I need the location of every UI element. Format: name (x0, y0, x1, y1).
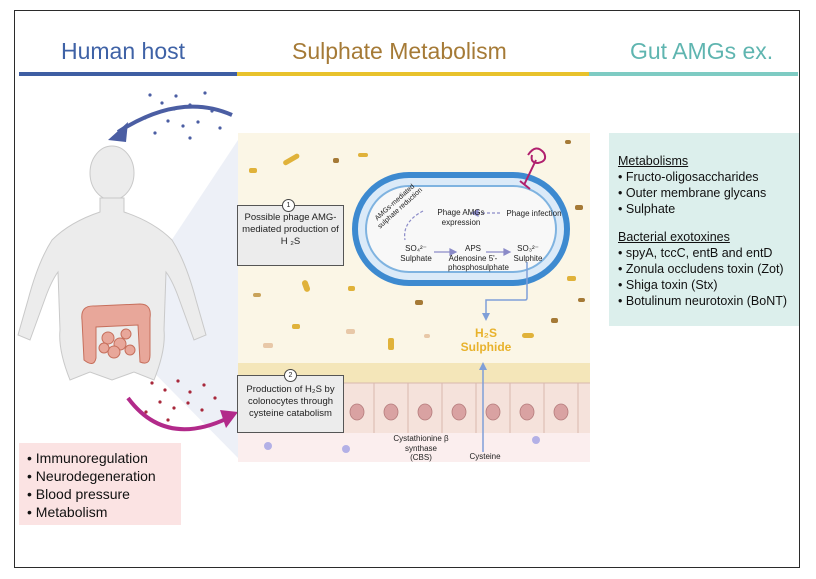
sulphite-label: SO₃²⁻ Sulphite (506, 244, 550, 263)
sulphate-formula: SO₄²⁻ (405, 244, 427, 253)
metabolism-item: • Sulphate (618, 202, 676, 216)
effect-item-label: Blood pressure (35, 486, 130, 502)
aps-name-line1: Adenosine 5'- (448, 253, 498, 263)
header-bar-center (237, 72, 589, 76)
intestine-icon (81, 303, 151, 364)
phage-amgs-line1: Phage AMGs (437, 208, 485, 217)
cysteine-label: Cysteine (469, 452, 501, 461)
amg-examples-box: Metabolisms • Fructo-oligosaccharides • … (609, 133, 799, 326)
sulphate-label: SO₄²⁻ Sulphate (394, 244, 438, 263)
bacterium-inner (365, 185, 557, 273)
step2-number: 2 (284, 369, 297, 382)
step2-line3: cysteine catabolism (249, 408, 332, 419)
header-human-host: Human host (61, 38, 186, 64)
arrow-to-host-head (108, 122, 128, 142)
arrow-from-colon (126, 396, 229, 432)
phage-amgs-line2: expression (441, 217, 481, 227)
step2-line2: colonocytes through (247, 396, 334, 407)
immune-cells (264, 436, 540, 453)
cbs-line2: synthase (404, 443, 438, 453)
exotoxin-item-label: spyA, tccC, entB and entD (625, 246, 773, 260)
metabolism-item: • Outer membrane glycans (618, 186, 767, 200)
header-bar-left (19, 72, 237, 76)
effect-item: • Metabolism (27, 504, 108, 520)
metabolisms-title: Metabolisms (618, 154, 689, 168)
sulphite-formula: SO₃²⁻ (517, 244, 539, 253)
cbs-line3: (CBS) (410, 453, 432, 462)
sulphite-export-arrow (485, 262, 528, 316)
exotoxins-title: Bacterial exotoxines (618, 230, 730, 244)
phage-icon (519, 147, 547, 190)
exotoxin-item: • Zonula occludens toxin (Zot) (618, 262, 784, 276)
effect-item: • Blood pressure (27, 486, 130, 502)
step2-line1: Production of H₂S by (246, 384, 335, 395)
metabolism-item-label: Outer membrane glycans (625, 186, 767, 200)
exotoxin-item: • Botulinum neurotoxin (BoNT) (618, 294, 788, 308)
particles-red (144, 379, 217, 422)
phage-infection-label: Phage infection (506, 209, 562, 218)
exotoxin-item-label: Zonula occludens toxin (Zot) (625, 262, 784, 276)
aps-abbrev: APS (464, 244, 481, 253)
phage-amgs-label: Phage AMGs expression (426, 208, 496, 227)
step2-box: Production of H₂S by colonocytes through… (237, 375, 344, 433)
bacteria-rods (249, 140, 585, 350)
particles-blue (143, 91, 222, 140)
step1-line2: mediated production of (242, 224, 339, 235)
effect-item-label: Neurodegeneration (35, 468, 156, 484)
aps-name-line2: phosphosulphate (448, 263, 509, 272)
sulphite-name: Sulphite (513, 253, 543, 263)
human-body-icon (17, 145, 207, 381)
header-sulphate-metabolism: Sulphate Metabolism (292, 38, 507, 64)
step1-box: Possible phage AMG- mediated production … (237, 205, 344, 266)
aps-label: APS Adenosine 5'- phosphosulphate (448, 244, 509, 273)
effect-item: • Immunoregulation (27, 450, 148, 466)
effect-item: • Neurodegeneration (27, 468, 156, 484)
exotoxin-item-label: Botulinum neurotoxin (BoNT) (625, 294, 788, 308)
sulphate-name: Sulphate (400, 253, 432, 263)
cbs-line1: Cystathionine β (393, 434, 449, 443)
exotoxin-item-label: Shiga toxin (Stx) (625, 278, 718, 292)
effect-item-label: Immunoregulation (35, 450, 148, 466)
metabolism-item-label: Sulphate (625, 202, 676, 216)
step1-line3: H ₂S (280, 236, 301, 247)
exotoxin-item: • Shiga toxin (Stx) (618, 278, 718, 292)
effect-item-label: Metabolism (35, 504, 108, 520)
step1-line1: Possible phage AMG- (244, 212, 337, 223)
header-bar-right (589, 72, 798, 76)
zoom-projection (112, 140, 238, 458)
header-gut-amgs: Gut AMGs ex. (630, 38, 774, 64)
exotoxin-item: • spyA, tccC, entB and entD (618, 246, 773, 260)
h2s-formula: H₂S (474, 326, 497, 340)
step1-number: 1 (282, 199, 295, 212)
h2s-name: Sulphide (460, 340, 512, 354)
host-effects-box: • Immunoregulation • Neurodegeneration •… (19, 443, 181, 525)
metabolism-item: • Fructo-oligosaccharides (618, 170, 759, 184)
arrow-from-colon-head (220, 410, 238, 428)
arrow-to-host (116, 104, 233, 134)
metabolism-item-label: Fructo-oligosaccharides (625, 170, 759, 184)
lamina-propria (238, 433, 590, 462)
cbs-label: Cystathionine β synthase (CBS) (381, 434, 461, 463)
